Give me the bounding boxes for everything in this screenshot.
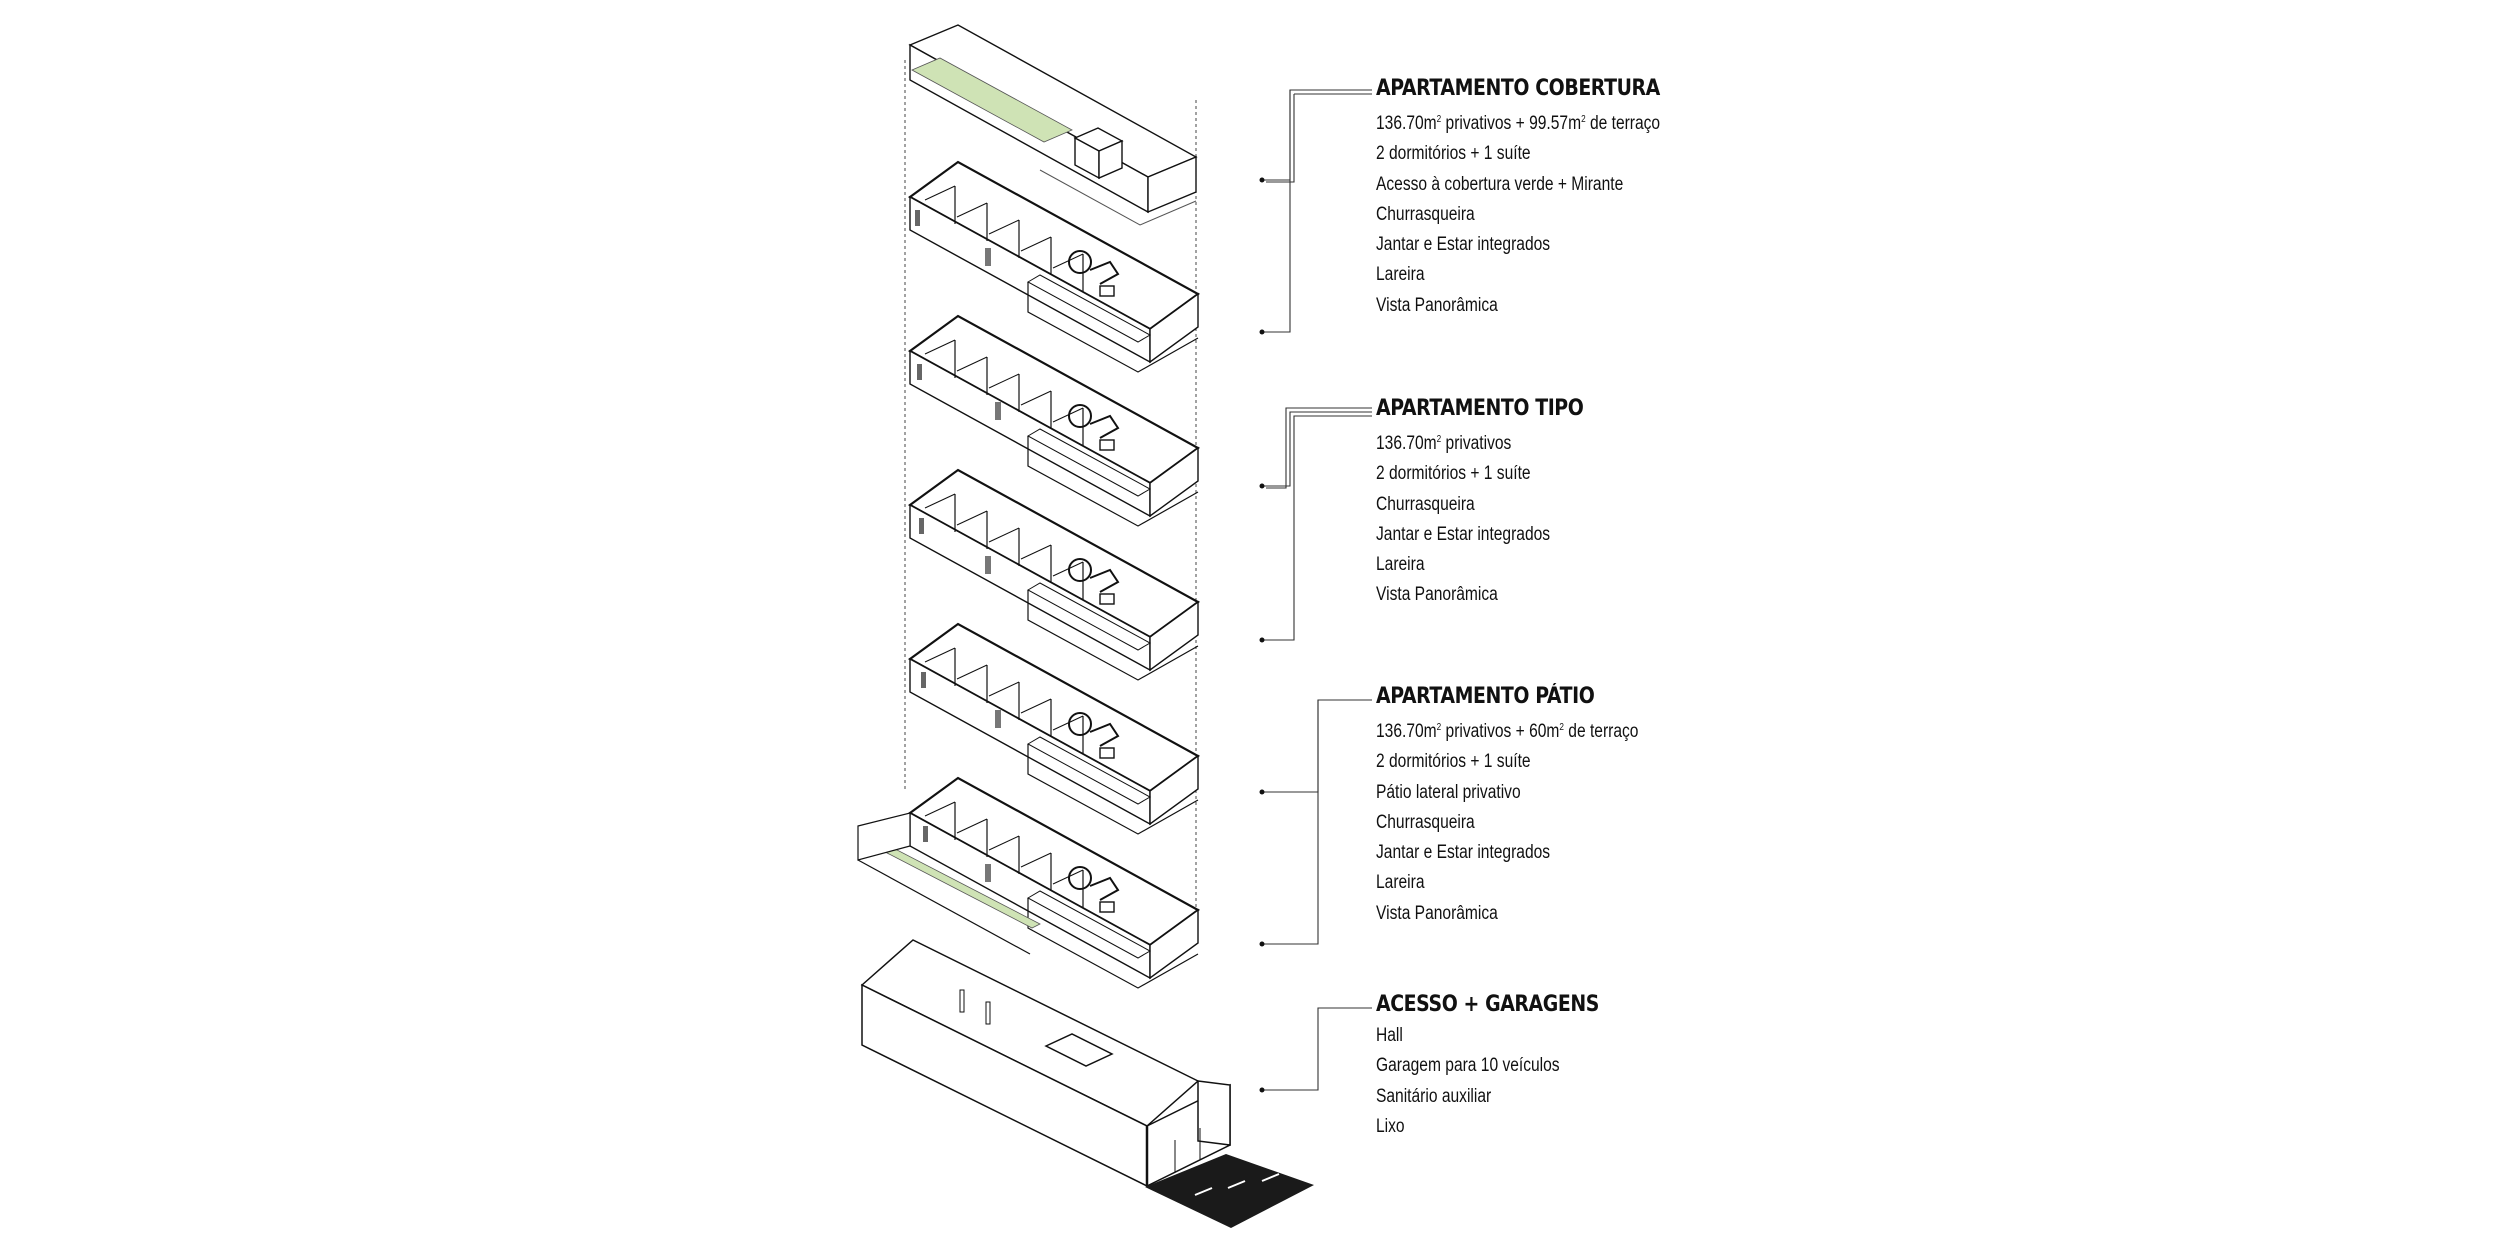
feature-line: Churrasqueira — [1376, 811, 1475, 833]
column-2 — [985, 1001, 991, 1025]
green-roof-area — [911, 57, 1073, 143]
floor-plate — [857, 776, 1201, 989]
feature-line: Lareira — [1376, 554, 1425, 576]
roof-level — [908, 24, 1198, 226]
feature-line: 2 dormitórios + 1 suíte — [1376, 463, 1531, 485]
floor-plates — [857, 160, 1201, 989]
floor-plate — [907, 160, 1201, 373]
section-title: APARTAMENTO TIPO — [1376, 396, 1584, 421]
section-title: APARTAMENTO COBERTURA — [1376, 76, 1660, 101]
feature-line: Jantar e Estar integrados — [1376, 234, 1551, 256]
feature-line: Vista Panorâmica — [1376, 902, 1498, 924]
floor-plate — [907, 468, 1201, 681]
feature-line: Pátio lateral privativo — [1376, 781, 1521, 803]
street-ramp — [1145, 1154, 1314, 1228]
column-1 — [959, 989, 965, 1013]
feature-line: Churrasqueira — [1376, 493, 1475, 515]
leader-lines — [1262, 89, 1372, 1091]
feature-line: 2 dormitórios + 1 suíte — [1376, 143, 1531, 165]
feature-line: Churrasqueira — [1376, 203, 1475, 225]
section-cobertura: APARTAMENTO COBERTURA 136.70m2 privativo… — [1376, 76, 1796, 321]
feature-line: Acesso à cobertura verde + Mirante — [1376, 173, 1624, 195]
core-box — [1044, 1033, 1114, 1067]
feature-line: Lareira — [1376, 264, 1425, 286]
section-patio: APARTAMENTO PÁTIO 136.70m2 privativos + … — [1376, 684, 1796, 929]
floor-plate — [907, 622, 1201, 835]
feature-line: Hall — [1376, 1025, 1403, 1046]
section-title: APARTAMENTO PÁTIO — [1376, 684, 1595, 709]
feature-line: Jantar e Estar integrados — [1376, 842, 1551, 864]
section-title: ACESSO + GARAGENS — [1376, 992, 1599, 1017]
section-garagens: ACESSO + GARAGENS Hall Garagem para 10 v… — [1376, 992, 1796, 1142]
section-tipo: APARTAMENTO TIPO 136.70m2 privativos 2 d… — [1376, 396, 1796, 611]
garage-level — [860, 939, 1231, 1188]
feature-line: Vista Panorâmica — [1376, 294, 1498, 316]
feature-line: Sanitário auxiliar — [1376, 1085, 1492, 1107]
feature-line: Lareira — [1376, 872, 1425, 894]
feature-line: Vista Panorâmica — [1376, 584, 1498, 606]
feature-line: 2 dormitórios + 1 suíte — [1376, 751, 1531, 773]
area-line: 136.70m2 privativos — [1376, 433, 1512, 454]
area-line: 136.70m2 privativos + 60m2 de terraço — [1376, 721, 1639, 742]
area-line: 136.70m2 privativos + 99.57m2 de terraço — [1376, 113, 1661, 134]
leader-dots — [1259, 177, 1265, 1093]
feature-line: Lixo — [1376, 1115, 1405, 1137]
feature-line: Garagem para 10 veículos — [1376, 1055, 1560, 1077]
floor-plate — [907, 314, 1201, 527]
feature-line: Jantar e Estar integrados — [1376, 523, 1551, 545]
